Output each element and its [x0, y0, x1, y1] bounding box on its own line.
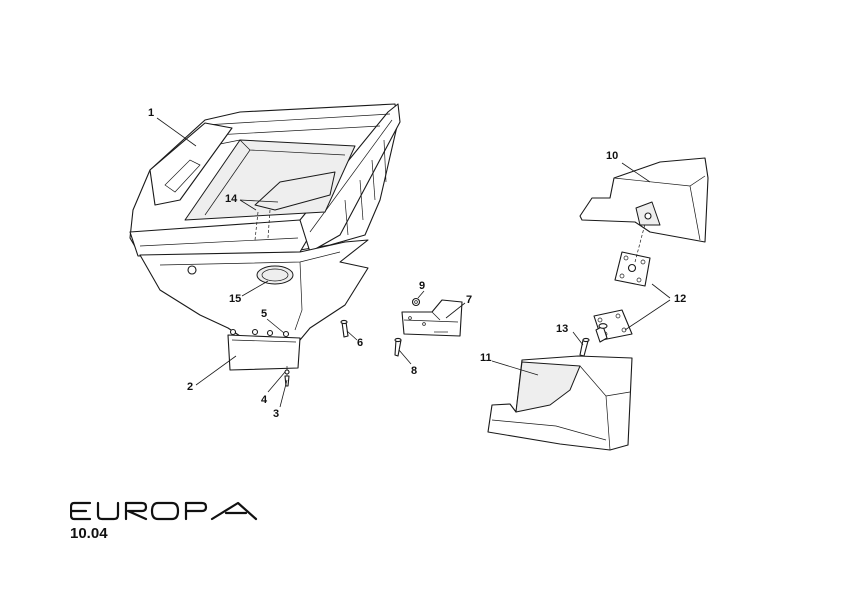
- callout-11: 11: [480, 352, 492, 364]
- callout-2: 2: [187, 381, 193, 393]
- callout-3: 3: [273, 408, 279, 420]
- undertray-panel: [139, 239, 369, 341]
- callout-labels: 1 2 3 4 5 6 7 8 9 10 11 12 13 14 15: [148, 107, 686, 420]
- callout-10: 10: [606, 150, 618, 162]
- callout-1: 1: [148, 107, 154, 119]
- callout-13: 13: [556, 323, 568, 335]
- part-11-lower-cover: [487, 355, 633, 451]
- callout-8: 8: [411, 365, 417, 377]
- part-12-mounting-plate-upper: [614, 223, 651, 287]
- page-number: 10.04: [70, 525, 108, 542]
- callout-7: 7: [466, 294, 472, 306]
- leader-lines: [156, 117, 671, 408]
- part-13-screw: [579, 337, 590, 357]
- callout-5: 5: [261, 308, 267, 320]
- callout-14: 14: [225, 193, 238, 205]
- part-9-washer: [411, 297, 421, 307]
- europa-logo: [70, 501, 258, 521]
- callout-4: 4: [261, 394, 268, 406]
- part-8-screw: [394, 337, 402, 357]
- part-1-front-body-assembly: [129, 103, 401, 257]
- part-7-bracket: [401, 299, 463, 337]
- callout-15: 15: [229, 293, 241, 305]
- part-12-mounting-plate-lower: [593, 309, 633, 343]
- callout-12: 12: [674, 293, 686, 305]
- callout-6: 6: [357, 337, 363, 349]
- part-2-lower-flap: [227, 328, 301, 371]
- part-10-upper-cover: [579, 157, 709, 243]
- part-3-4-fastener: [284, 366, 290, 387]
- callout-9: 9: [419, 280, 425, 292]
- part-6-screw: [340, 319, 349, 338]
